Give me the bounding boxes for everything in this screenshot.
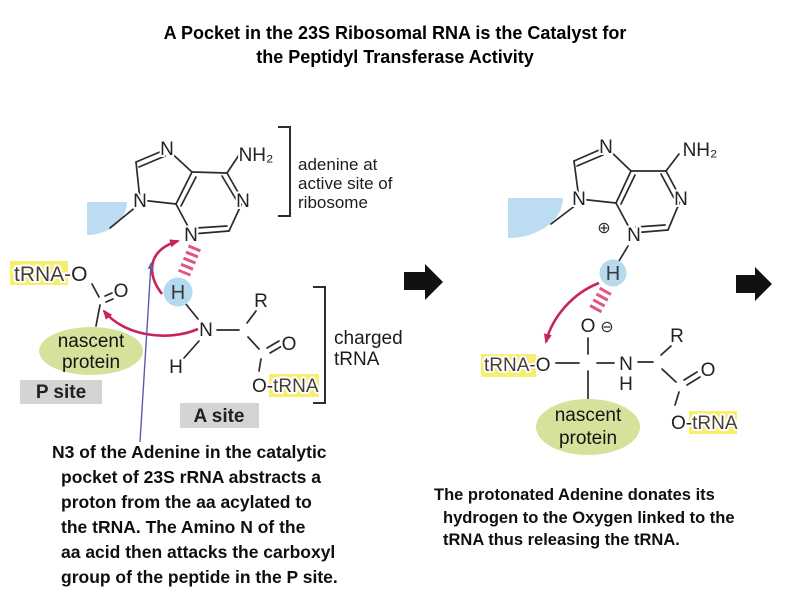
a-site-box	[180, 403, 259, 428]
a-site-bonds	[183, 302, 283, 372]
oxyanion-label: O	[581, 316, 596, 337]
intermediate-bonds	[555, 337, 701, 406]
trna-highlight	[10, 261, 68, 285]
nascent-label-2: protein	[559, 428, 617, 449]
nascent-protein-ellipse	[536, 399, 640, 455]
r-group: R	[670, 326, 684, 347]
p-site-box	[20, 380, 102, 404]
amide-hydrogen: H	[619, 374, 633, 395]
amino-nitrogen: N	[199, 320, 213, 341]
n7-label: N	[160, 139, 174, 160]
n1-label: N	[674, 189, 688, 210]
caption-right: The protonated Adenine donates its hydro…	[434, 484, 735, 552]
trna-text: tRNA	[273, 376, 319, 397]
left-panel: tRNA-O O nascent protein P site	[10, 126, 403, 443]
n3-label: N	[184, 225, 198, 246]
nascent-protein-ellipse	[39, 327, 143, 375]
step-arrow-icon	[736, 267, 772, 301]
proton-donation-arrow	[543, 281, 600, 344]
proton-label: H	[171, 282, 185, 304]
oxygen-text: O-	[252, 376, 273, 397]
caption-line: The protonated Adenine donates its	[434, 486, 715, 504]
right-panel: O ⊖ tRNA-O N H R O O-tRNA nascent protei…	[481, 135, 740, 455]
trna-highlight	[689, 411, 737, 434]
nascent-label-2: protein	[62, 352, 120, 373]
n1-label: N	[236, 191, 250, 212]
nh2-label: NH₂	[683, 140, 718, 161]
hydrogen-bond-hatch	[588, 286, 612, 316]
adenine-site-label-3: ribosome	[298, 193, 368, 212]
proton-label: H	[606, 263, 620, 285]
p-site-bonds	[91, 283, 114, 327]
a-carbonyl-oxygen: O	[282, 334, 297, 355]
r-group: R	[254, 291, 268, 312]
trna-text: tRNA-	[14, 263, 71, 286]
nh2-label: NH₂	[239, 145, 274, 166]
hydrogen-bond-hatch	[177, 244, 202, 277]
ribosome-pocket-wedge	[87, 202, 127, 235]
nascent-label-1: nascent	[58, 331, 125, 352]
adenine-ring-bonds	[109, 148, 244, 235]
trna-highlight	[269, 374, 319, 397]
o-trna-label: O-tRNA	[671, 413, 738, 434]
oxygen-text: O	[536, 355, 551, 376]
caption-line: hydrogen to the Oxygen linked to the	[443, 508, 735, 527]
caption-pointer-line	[139, 262, 154, 443]
caption-line: proton from the aa acylated to	[61, 492, 312, 512]
o-trna-label: O-tRNA	[252, 376, 319, 397]
p-carbonyl-oxygen: O	[114, 281, 129, 302]
oxygen-text: O-	[671, 413, 692, 434]
charged-trna-bracket	[313, 286, 326, 404]
caption-line: group of the peptide in the P site.	[61, 567, 338, 587]
adenine-ring-bonds	[550, 146, 682, 262]
n7-label: N	[599, 137, 613, 158]
caption-left: N3 of the Adenine in the catalytic pocke…	[52, 440, 338, 590]
proton-circle	[599, 259, 627, 287]
trna-o-label: tRNA-O	[484, 355, 551, 376]
slide-title: A Pocket in the 23S Ribosomal RNA is the…	[0, 21, 790, 69]
n3-label: N	[627, 225, 641, 246]
minus-charge-icon: ⊖	[600, 319, 613, 336]
charged-trna-label-1: charged	[334, 328, 403, 349]
adenine-site-label-1: adenine at	[298, 155, 378, 174]
amide-nitrogen: N	[619, 354, 633, 375]
p-site-label: P site	[36, 382, 86, 403]
proton-circle	[163, 277, 193, 307]
carbonyl-oxygen: O	[701, 360, 716, 381]
charged-trna-label-2: tRNA	[334, 349, 380, 370]
n9-label: N	[133, 191, 147, 212]
trna-text: tRNA	[692, 413, 738, 434]
ribosome-pocket-wedge	[508, 198, 563, 238]
caption-line: aa acid then attacks the carboxyl	[61, 542, 336, 562]
nascent-label-1: nascent	[555, 405, 622, 426]
adenine-site-label-2: active site of	[298, 174, 393, 193]
title-line-1: A Pocket in the 23S Ribosomal RNA is the…	[163, 23, 627, 43]
oxygen-text: O	[71, 263, 87, 286]
step-arrow-icon	[404, 264, 443, 300]
caption-line: pocket of 23S rRNA abstracts a	[61, 467, 321, 487]
caption-line: N3 of the Adenine in the catalytic	[52, 442, 327, 462]
title-line-2: the Peptidyl Transferase Activity	[256, 47, 534, 67]
caption-line: the tRNA. The Amino N of the	[61, 517, 306, 537]
adenine-bracket	[278, 126, 291, 217]
trna-o-label: tRNA-O	[14, 263, 88, 286]
a-site-label: A site	[193, 406, 244, 427]
plus-charge-icon: ⊕	[597, 220, 610, 237]
n9-label: N	[572, 189, 586, 210]
trna-highlight	[481, 354, 536, 377]
caption-line: tRNA thus releasing the tRNA.	[443, 531, 680, 549]
trna-text: tRNA-	[484, 355, 536, 376]
amino-hydrogen: H	[169, 357, 183, 378]
